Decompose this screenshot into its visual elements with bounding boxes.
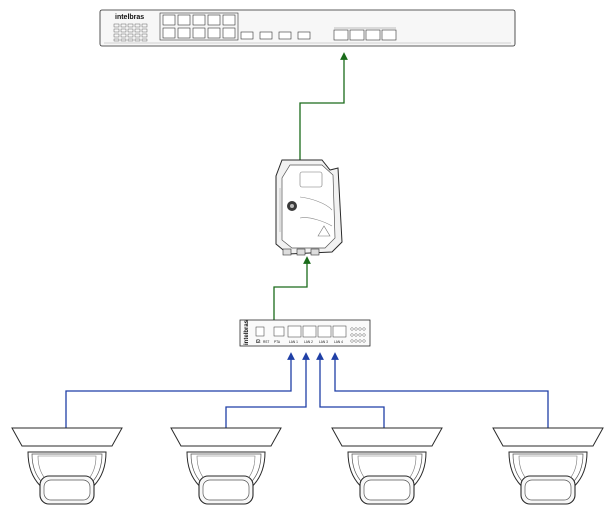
dome-camera-1 [11,427,123,505]
switch-combo-ports [333,29,397,41]
outdoor-enclosure [275,159,343,256]
extender-label-rst: RST [263,340,269,344]
extender-label-dc: DC [256,340,261,344]
dome-camera-2 [170,427,282,505]
switch-brand-label: intelbras [115,14,144,21]
link-camera-3 [316,352,385,428]
extender-label-lan3: LAN 3 [319,340,328,344]
link-camera-1 [65,352,295,428]
managed-switch: intelbras [99,9,516,47]
extender-leds [350,327,366,343]
camera-links [65,352,549,428]
uplink-enclosure-to-switch [299,52,348,160]
switch-led-panel [113,23,148,42]
link-camera-4 [331,352,549,428]
dome-camera-4 [492,427,604,505]
extender-lan-ports [287,325,347,338]
extender-label-lan1: LAN 1 [289,340,298,344]
poe-extender: intelbras DC RST PTA LAN 1 LAN 2 LAN 3 L… [239,319,371,347]
switch-rj45-ports [162,14,236,39]
dome-camera-3 [331,427,443,505]
extender-brand-label: intelbras [244,319,250,345]
switch-sfp-ports [240,31,311,40]
extender-label-lan4: LAN 4 [334,340,343,344]
uplink-extender-to-enclosure [273,256,311,320]
extender-label-pta: PTA [274,340,281,344]
link-camera-2 [225,352,310,428]
extender-label-lan2: LAN 2 [304,340,313,344]
